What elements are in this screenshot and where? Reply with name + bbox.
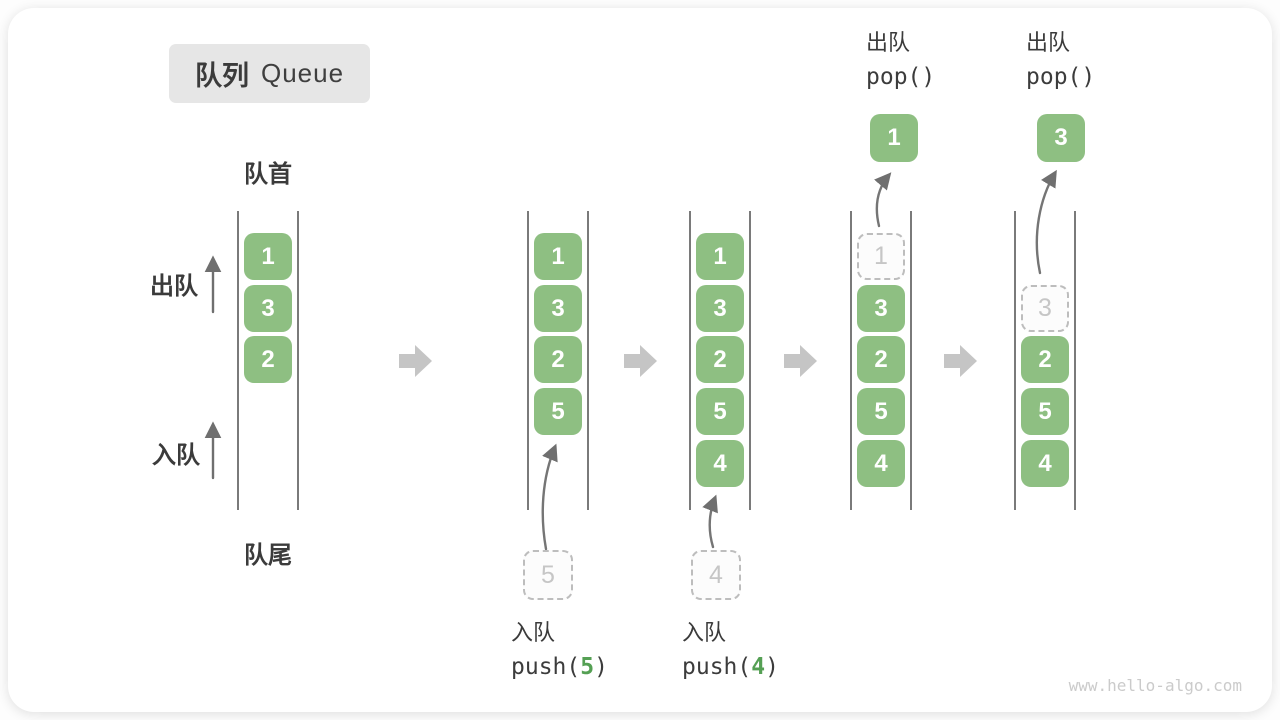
queue-cell: 3 bbox=[244, 285, 292, 332]
queue-cell: 3 bbox=[696, 285, 744, 332]
queue-cell: 3 bbox=[534, 285, 582, 332]
op-pop1-code: pop() bbox=[866, 64, 936, 90]
queue-cell: 1 bbox=[534, 233, 582, 280]
enqueue-side-label: 入队 bbox=[152, 442, 200, 469]
dequeue-side-label: 出队 bbox=[150, 273, 198, 300]
op-push4-zh: 入队 bbox=[682, 620, 727, 645]
queue-state-5: 3 2 5 4 bbox=[1014, 211, 1076, 510]
queue-front-label: 队首 bbox=[244, 161, 292, 188]
queue-cell: 2 bbox=[857, 336, 905, 383]
op-push5-code: push(5) bbox=[511, 654, 608, 681]
op-push5-code-post: ) bbox=[594, 654, 608, 680]
diagram-card bbox=[8, 8, 1272, 712]
watermark: www.hello-algo.com bbox=[1068, 676, 1242, 695]
queue-state-1: 1 3 2 bbox=[237, 211, 299, 510]
queue-cell: 2 bbox=[534, 336, 582, 383]
queue-state-4: 1 3 2 5 4 bbox=[850, 211, 912, 510]
title-chip: 队列 Queue bbox=[169, 44, 371, 103]
queue-state-3: 1 3 2 5 4 bbox=[689, 211, 751, 510]
queue-cell: 4 bbox=[696, 440, 744, 487]
queue-cell-ghost: 3 bbox=[1021, 285, 1069, 332]
queue-tail-label: 队尾 bbox=[244, 542, 292, 569]
op-push4-code-post: ) bbox=[765, 654, 779, 680]
title-zh: 队列 bbox=[195, 61, 249, 91]
enqueue-value-box-5: 5 bbox=[523, 550, 573, 600]
op-pop2-zh: 出队 bbox=[1026, 30, 1071, 55]
queue-cell: 5 bbox=[857, 388, 905, 435]
op-push4-code: push(4) bbox=[682, 654, 779, 681]
queue-cell: 5 bbox=[1021, 388, 1069, 435]
op-label-push5: 入队 push(5) bbox=[511, 620, 608, 681]
queue-cell: 4 bbox=[1021, 440, 1069, 487]
op-pop2-code: pop() bbox=[1026, 64, 1096, 90]
queue-cell: 2 bbox=[1021, 336, 1069, 383]
queue-cell-ghost: 1 bbox=[857, 233, 905, 280]
op-pop1-zh: 出队 bbox=[866, 30, 911, 55]
enqueue-value-box-4: 4 bbox=[691, 550, 741, 600]
queue-state-2: 1 3 2 5 bbox=[527, 211, 589, 510]
op-push4-code-pre: push( bbox=[682, 654, 752, 680]
title-en: Queue bbox=[261, 58, 345, 88]
queue-cell: 1 bbox=[244, 233, 292, 280]
op-push5-code-arg: 5 bbox=[580, 654, 595, 680]
queue-cell: 3 bbox=[857, 285, 905, 332]
op-label-pop2: 出队 pop() bbox=[1026, 30, 1095, 91]
op-push5-zh: 入队 bbox=[511, 620, 556, 645]
popped-value-box-3: 3 bbox=[1037, 114, 1085, 162]
queue-cell: 5 bbox=[534, 388, 582, 435]
op-label-pop1: 出队 pop() bbox=[866, 30, 935, 91]
op-push5-code-pre: push( bbox=[511, 654, 581, 680]
queue-cell: 2 bbox=[696, 336, 744, 383]
queue-cell: 5 bbox=[696, 388, 744, 435]
op-push4-code-arg: 4 bbox=[751, 654, 766, 680]
popped-value-box-1: 1 bbox=[870, 114, 918, 162]
queue-cell: 1 bbox=[696, 233, 744, 280]
op-label-push4: 入队 push(4) bbox=[682, 620, 779, 681]
queue-cell: 4 bbox=[857, 440, 905, 487]
queue-cell: 2 bbox=[244, 336, 292, 383]
